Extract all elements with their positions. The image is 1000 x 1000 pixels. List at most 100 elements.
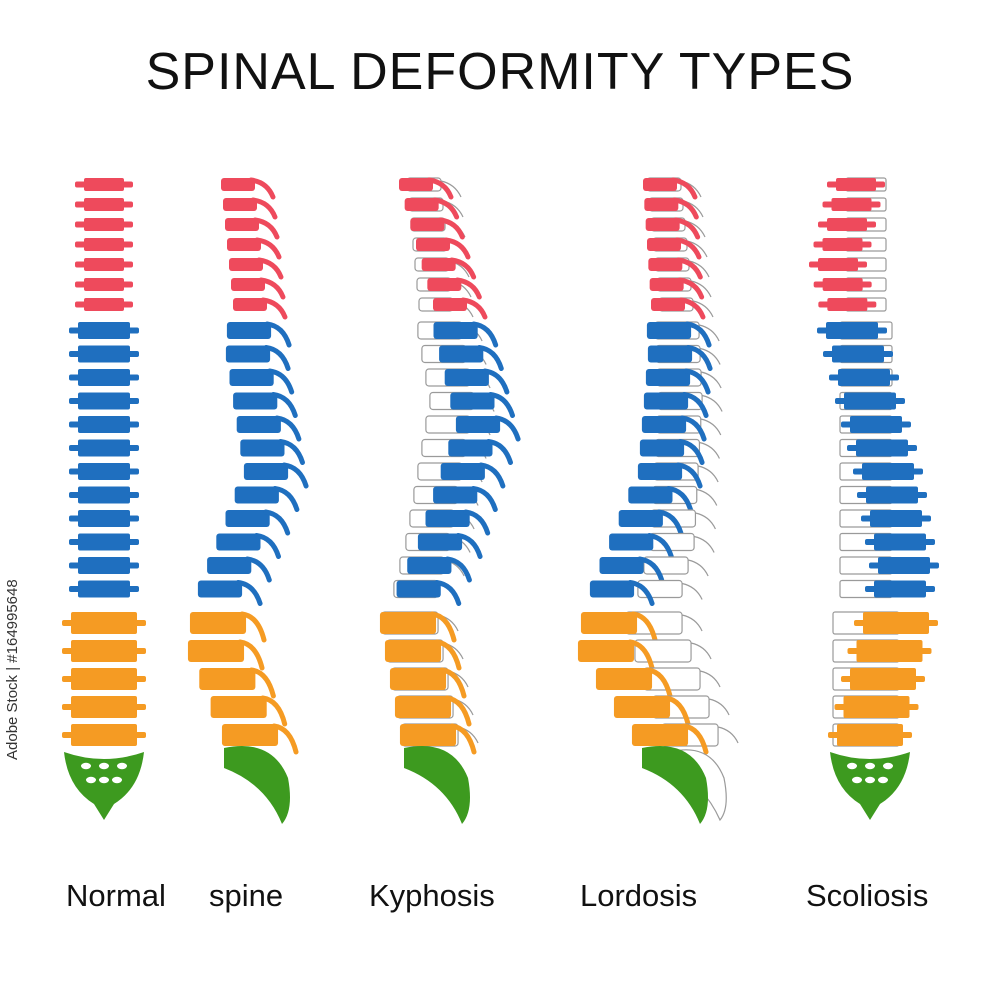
kyphosis-sacrum [404, 746, 470, 824]
lordosis-thoracic-vertebra [618, 509, 684, 536]
scoliosis-thoracic-vertebra [841, 416, 911, 433]
scoliosis-lumbar-vertebra [841, 668, 925, 690]
scoliosis-cervical-vertebra [822, 198, 881, 211]
caption-scoliosis: Scoliosis [806, 878, 929, 913]
normal-lumbar-vertebra [62, 612, 146, 634]
normal-thoracic-vertebra [69, 463, 139, 480]
scoliosis-thoracic-vertebra [823, 345, 893, 363]
side-sacrum [224, 746, 290, 824]
side-lumbar-vertebra [187, 639, 265, 671]
scoliosis-thoracic-vertebra [835, 392, 905, 410]
scoliosis-lumbar-vertebra [847, 640, 932, 662]
side-thoracic-vertebra [216, 533, 281, 559]
kyphosis-thoracic-vertebra [433, 486, 498, 512]
scoliosis-thoracic-vertebra [847, 439, 917, 457]
normal-thoracic-vertebra [69, 510, 139, 527]
side-cervical-vertebra [223, 197, 278, 220]
kyphosis-thoracic-vertebra [448, 439, 513, 465]
normal-thoracic-vertebra [69, 439, 139, 457]
kyphosis-thoracic-vertebra [455, 415, 521, 442]
scoliosis-thoracic-vertebra [865, 533, 935, 551]
lordosis-cervical-vertebra [645, 217, 701, 240]
lordosis-thoracic-vertebra [637, 462, 703, 489]
lordosis-sacrum [642, 746, 708, 824]
caption-normal: Normal [66, 878, 166, 913]
side-thoracic-vertebra [207, 556, 272, 583]
scoliosis-cervical-vertebra [818, 298, 877, 311]
normal-thoracic-vertebra [69, 322, 139, 339]
side-cervical-vertebra [229, 257, 284, 280]
scoliosis-figure [809, 177, 939, 820]
scoliosis-lumbar-vertebra [828, 724, 912, 746]
kyphosis-cervical-vertebra [410, 217, 465, 240]
normal-cervical-vertebra [75, 278, 133, 291]
lordosis-cervical-vertebra [648, 257, 703, 280]
lordosis-cervical-vertebra [644, 197, 699, 220]
lordosis-thoracic-vertebra [639, 439, 705, 465]
normal-spine-figure [62, 178, 146, 820]
lordosis-thoracic-vertebra [647, 345, 713, 371]
caption-kyphosis: Kyphosis [369, 878, 495, 913]
normal-cervical-vertebra [75, 258, 133, 271]
lordosis-lumbar-vertebra [613, 695, 691, 727]
lordosis-thoracic-vertebra [589, 580, 655, 606]
side-lumbar-vertebra [199, 667, 276, 699]
kyphosis-lumbar-vertebra [399, 723, 477, 755]
normal-cervical-vertebra [75, 218, 133, 231]
scoliosis-thoracic-vertebra [861, 510, 931, 527]
normal-lumbar-vertebra [62, 640, 146, 662]
normal-thoracic-vertebra [69, 416, 139, 433]
scoliosis-cervical-vertebra [818, 218, 876, 231]
normal-thoracic-vertebra [69, 580, 139, 598]
lordosis-lumbar-vertebra [580, 611, 658, 643]
kyphosis-thoracic-vertebra [440, 462, 506, 489]
diagram-title: SPINAL DEFORMITY TYPES [145, 43, 855, 101]
kyphosis-lumbar-vertebra [394, 695, 472, 727]
kyphosis-lumbar-vertebra [389, 667, 467, 699]
side-thoracic-vertebra [240, 439, 305, 465]
kyphosis-cervical-vertebra [433, 297, 488, 320]
lordosis-cervical-vertebra [647, 237, 702, 260]
kyphosis-lumbar-vertebra [379, 611, 457, 643]
kyphosis-thoracic-vertebra [425, 509, 491, 536]
normal-thoracic-vertebra [69, 557, 139, 574]
side-cervical-vertebra [221, 177, 276, 200]
lordosis-figure [577, 177, 739, 824]
side-thoracic-vertebra [226, 321, 292, 348]
lordosis-thoracic-vertebra [628, 486, 693, 512]
side-lumbar-vertebra [221, 723, 299, 755]
side-lumbar-vertebra [189, 611, 267, 643]
kyphosis-cervical-vertebra [427, 277, 482, 300]
side-thoracic-vertebra [225, 509, 291, 536]
kyphosis-thoracic-vertebra [439, 345, 504, 371]
lordosis-thoracic-vertebra [599, 556, 665, 583]
scoliosis-thoracic-vertebra [829, 369, 899, 386]
normal-lumbar-vertebra [62, 696, 146, 718]
normal-thoracic-vertebra [69, 392, 139, 410]
normal-cervical-vertebra [75, 198, 133, 211]
normal-cervical-vertebra [75, 298, 133, 311]
kyphosis-figure [379, 177, 521, 824]
kyphosis-thoracic-vertebra [433, 321, 499, 348]
normal-cervical-vertebra [75, 238, 133, 251]
lordosis-thoracic-vertebra [641, 415, 707, 442]
kyphosis-thoracic-vertebra [450, 392, 515, 418]
normal-thoracic-vertebra [69, 533, 139, 551]
kyphosis-lumbar-vertebra [384, 639, 462, 671]
kyphosis-cervical-vertebra [421, 257, 477, 280]
lordosis-lumbar-vertebra [631, 723, 709, 755]
normal-cervical-vertebra [75, 178, 133, 191]
scoliosis-cervical-vertebra [809, 258, 867, 271]
side-thoracic-vertebra [225, 345, 291, 371]
scoliosis-thoracic-vertebra [853, 463, 923, 480]
lordosis-thoracic-vertebra [643, 392, 709, 418]
scoliosis-lumbar-vertebra [854, 612, 938, 634]
lordosis-cervical-vertebra [651, 297, 706, 320]
kyphosis-cervical-vertebra [404, 197, 460, 220]
side-cervical-vertebra [233, 297, 288, 320]
kyphosis-thoracic-vertebra [417, 533, 483, 559]
kyphosis-thoracic-vertebra [396, 580, 462, 606]
lordosis-thoracic-vertebra [646, 321, 712, 348]
scoliosis-thoracic-vertebra [857, 486, 927, 504]
kyphosis-cervical-vertebra [399, 177, 454, 200]
